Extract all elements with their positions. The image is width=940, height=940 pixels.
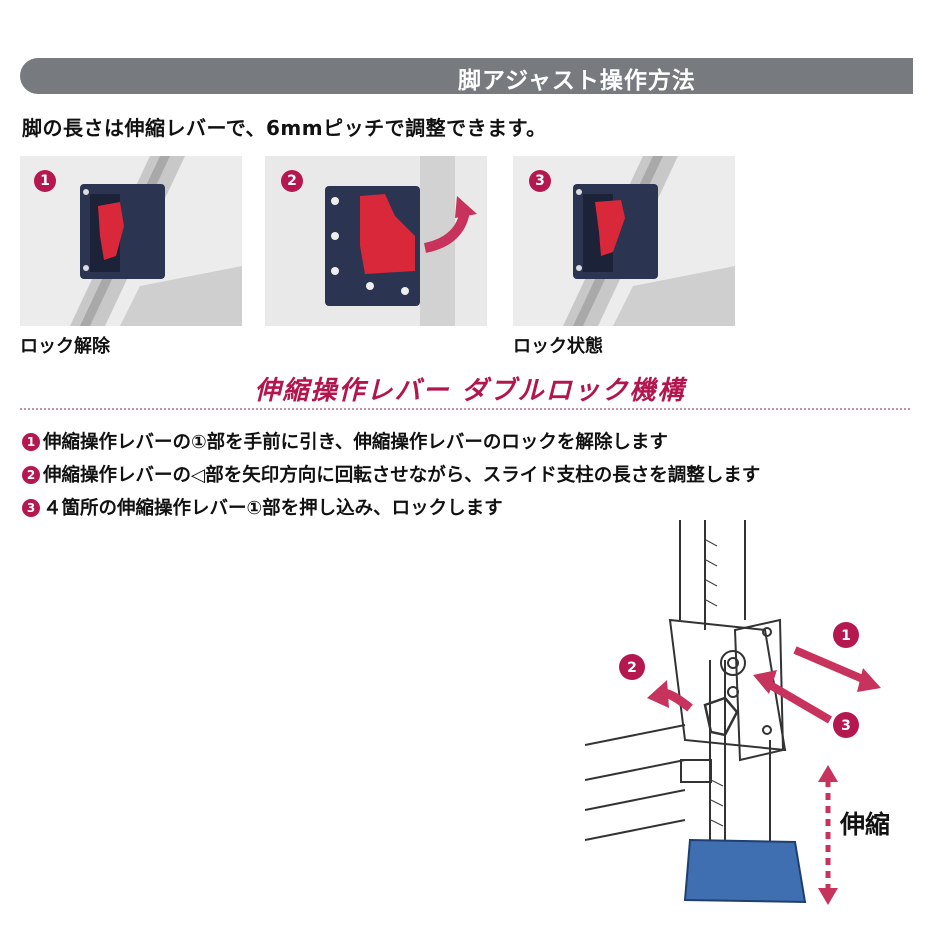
instruction-text: 伸縮操作レバーの①部を手前に引き、伸縮操作レバーのロックを解除します bbox=[43, 432, 668, 453]
header-bar bbox=[20, 58, 913, 94]
marker-1: 1 bbox=[841, 628, 851, 644]
instruction-badge: 3 bbox=[22, 499, 40, 517]
caption-locked: ロック状態 bbox=[513, 336, 603, 357]
instruction-badge: 1 bbox=[22, 433, 40, 451]
instruction-text: 伸縮操作レバーの◁部を矢印方向に回転させながら、スライド支柱の長さを調整します bbox=[43, 465, 761, 486]
instruction-badge: 2 bbox=[22, 466, 40, 484]
step-number-badge: 3 bbox=[529, 170, 551, 192]
marker-2: 2 bbox=[627, 660, 637, 676]
photo-adjust: 2 bbox=[265, 156, 487, 326]
photo-locked: 3 bbox=[513, 156, 735, 326]
step-number-badge: 2 bbox=[281, 170, 303, 192]
photo-lock-release: 1 bbox=[20, 156, 242, 326]
leg-diagram-svg: 1 2 3 bbox=[585, 520, 881, 905]
dotted-divider bbox=[20, 408, 910, 410]
marker-3: 3 bbox=[841, 718, 851, 734]
page-title: 脚アジャスト操作方法 bbox=[458, 68, 696, 94]
extend-label: 伸縮 bbox=[840, 810, 891, 839]
marker-2-circle bbox=[619, 654, 645, 680]
section-subtitle: 伸縮操作レバー ダブルロック機構 bbox=[254, 376, 686, 406]
instruction-text: ４箇所の伸縮操作レバー①部を押し込み、ロックします bbox=[43, 498, 503, 519]
step-number-badge: 1 bbox=[34, 170, 56, 192]
caption-lock-release: ロック解除 bbox=[20, 336, 110, 357]
marker-1-circle bbox=[833, 622, 859, 648]
leg-diagram: 1 2 3 bbox=[585, 520, 925, 940]
intro-text: 脚の長さは伸縮レバーで、6mmピッチで調整できます。 bbox=[22, 116, 547, 140]
marker-3-circle bbox=[833, 712, 859, 738]
